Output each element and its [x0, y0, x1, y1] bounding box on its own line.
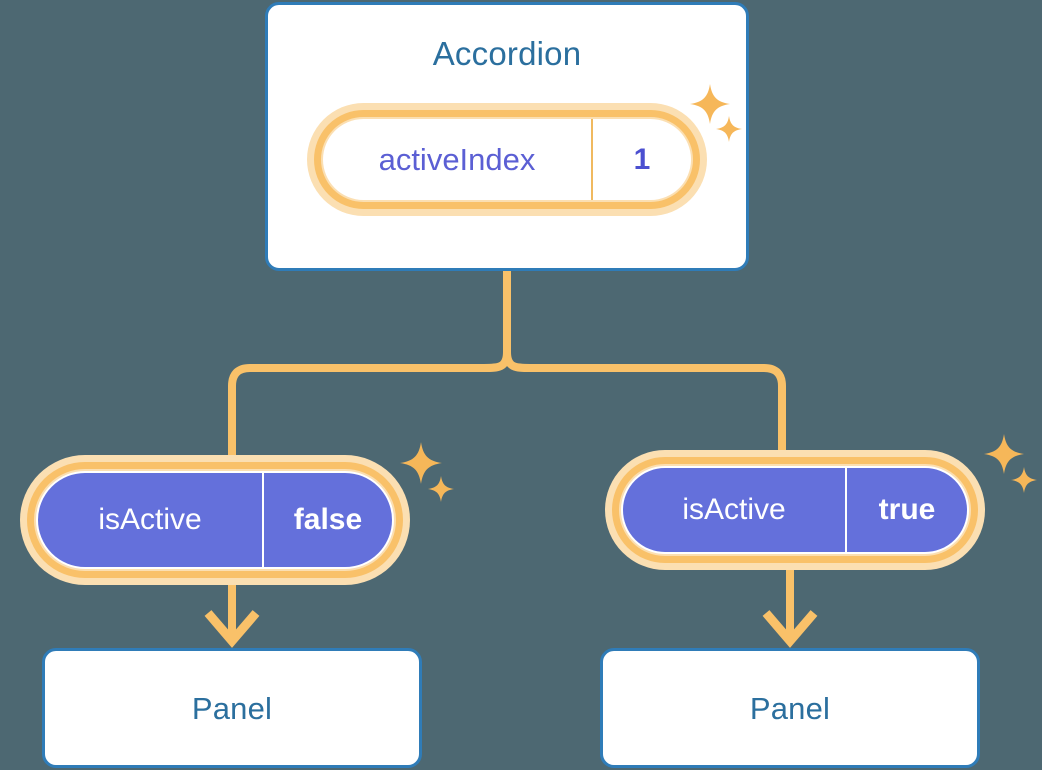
panel-component-card-right[interactable]: Panel [600, 648, 980, 768]
sparkle-icon [984, 434, 1024, 474]
pill-key-active-index: activeIndex [378, 141, 536, 177]
pill-ring: isActive true [612, 457, 978, 563]
pill-body: isActive true [621, 466, 969, 554]
panel-component-card-left[interactable]: Panel [42, 648, 422, 768]
arrow-down-icon-right [762, 610, 818, 648]
pill-key-is-active-right: isActive [682, 493, 786, 526]
arrow-down-icon-left [204, 610, 260, 648]
pill-ring: activeIndex 1 [314, 110, 700, 209]
sparkle-group-right [982, 432, 1042, 502]
sparkle-small-icon [1011, 467, 1037, 493]
pill-body: isActive false [36, 471, 394, 569]
panel-card-title-right: Panel [749, 690, 831, 726]
pill-body: activeIndex 1 [323, 119, 691, 200]
state-pill-is-active-false[interactable]: isActive false [20, 455, 410, 585]
state-pill-active-index[interactable]: activeIndex 1 [307, 103, 707, 216]
accordion-card-title: Accordion [432, 35, 582, 72]
sparkle-icon [400, 442, 442, 484]
pill-ring: isActive false [27, 462, 403, 578]
pill-value-is-active-right: true [845, 468, 967, 552]
pill-value-is-active-left: false [262, 473, 392, 567]
state-pill-is-active-true[interactable]: isActive true [605, 450, 985, 570]
pill-value-active-index: 1 [591, 119, 691, 200]
sparkle-small-icon [428, 476, 454, 502]
pill-key-is-active-left: isActive [98, 503, 202, 536]
connector-trunk-split [228, 267, 786, 459]
panel-card-title-left: Panel [191, 690, 273, 726]
